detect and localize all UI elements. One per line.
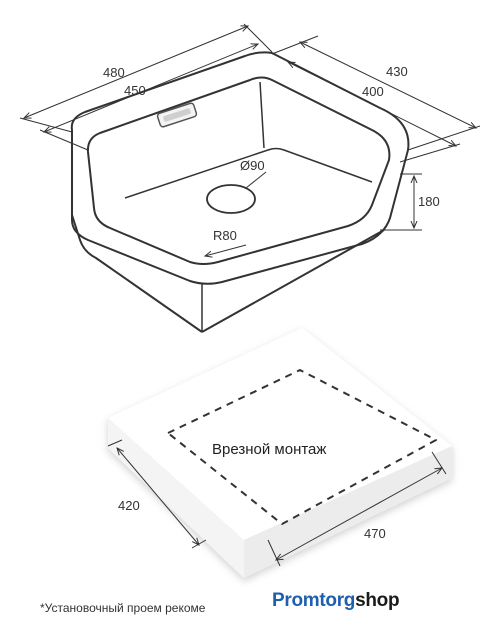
- countertop-top-face: [108, 328, 452, 540]
- cutout-length-dimension: [267, 451, 447, 567]
- sink-left-side: [71, 214, 203, 333]
- cutout-width-dimension: [107, 439, 207, 549]
- bowl-floor: [124, 147, 373, 199]
- inner-length-label: 450: [124, 83, 146, 98]
- width-dimensions: [271, 35, 481, 163]
- cutout-length-label: 470: [364, 526, 386, 541]
- inner-width-label: 400: [362, 84, 384, 99]
- outer-width-label: 430: [386, 64, 408, 79]
- logo-part-shop: shop: [355, 590, 400, 611]
- installation-footnote: *Установочный проем рекоме: [40, 601, 206, 615]
- length-dimensions: [19, 23, 273, 151]
- depth-label: 180: [418, 194, 440, 209]
- promtorgshop-logo[interactable]: Promtorgshop: [272, 590, 400, 612]
- depth-dimension: [380, 173, 422, 231]
- sink-bottom-edge: [201, 229, 385, 333]
- drain-hole: [206, 184, 256, 214]
- sink-body: [70, 51, 410, 333]
- mounting-type-label: Врезной монтаж: [212, 441, 326, 458]
- corner-radius-label: R80: [213, 228, 237, 243]
- logo-part-promtorg: Promtorg: [272, 590, 356, 611]
- outer-length-label: 480: [103, 65, 125, 80]
- radius-leader: [205, 244, 247, 256]
- drain-diameter-label: Ø90: [240, 158, 265, 173]
- cutout-outline: [167, 369, 437, 525]
- cutout-width-label: 420: [118, 498, 140, 513]
- sink-inner-rim: [86, 76, 391, 265]
- drain-leader: [245, 171, 267, 189]
